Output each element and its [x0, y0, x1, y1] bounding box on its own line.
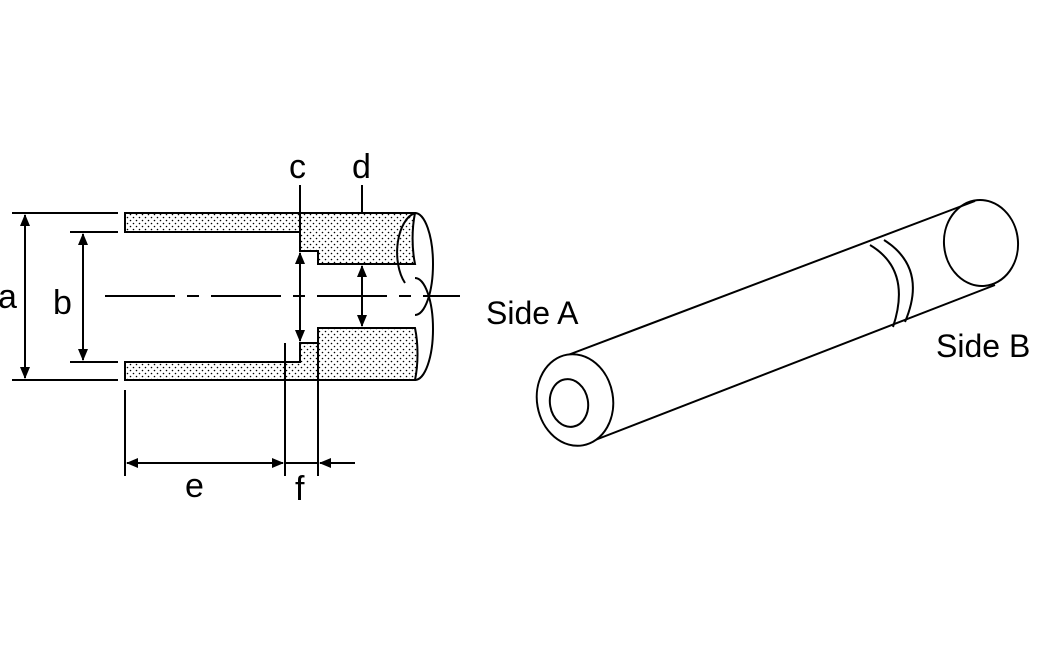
bottom-wall-section [124, 327, 419, 381]
bottom-end-ellipse [414, 277, 434, 381]
tube-bottom-edge [589, 284, 996, 443]
label-f: f [295, 470, 305, 508]
label-c: c [289, 148, 306, 186]
cross-section-view [12, 185, 460, 476]
near-end-outer [535, 353, 615, 447]
label-a: a [0, 278, 17, 316]
top-wall-section [124, 212, 417, 265]
label-e: e [185, 467, 204, 505]
tube-top-edge [559, 200, 976, 359]
label-side-a: Side A [486, 295, 579, 331]
top-end-ellipse [414, 212, 434, 316]
label-side-b: Side B [936, 328, 1030, 364]
band-ring-1 [869, 244, 900, 328]
band-ring-2 [883, 239, 914, 323]
far-end-ellipse [942, 199, 1020, 287]
label-b: b [53, 284, 72, 322]
tube-3d-view [535, 199, 1020, 447]
label-d: d [352, 148, 371, 186]
near-end-bore [548, 378, 590, 428]
